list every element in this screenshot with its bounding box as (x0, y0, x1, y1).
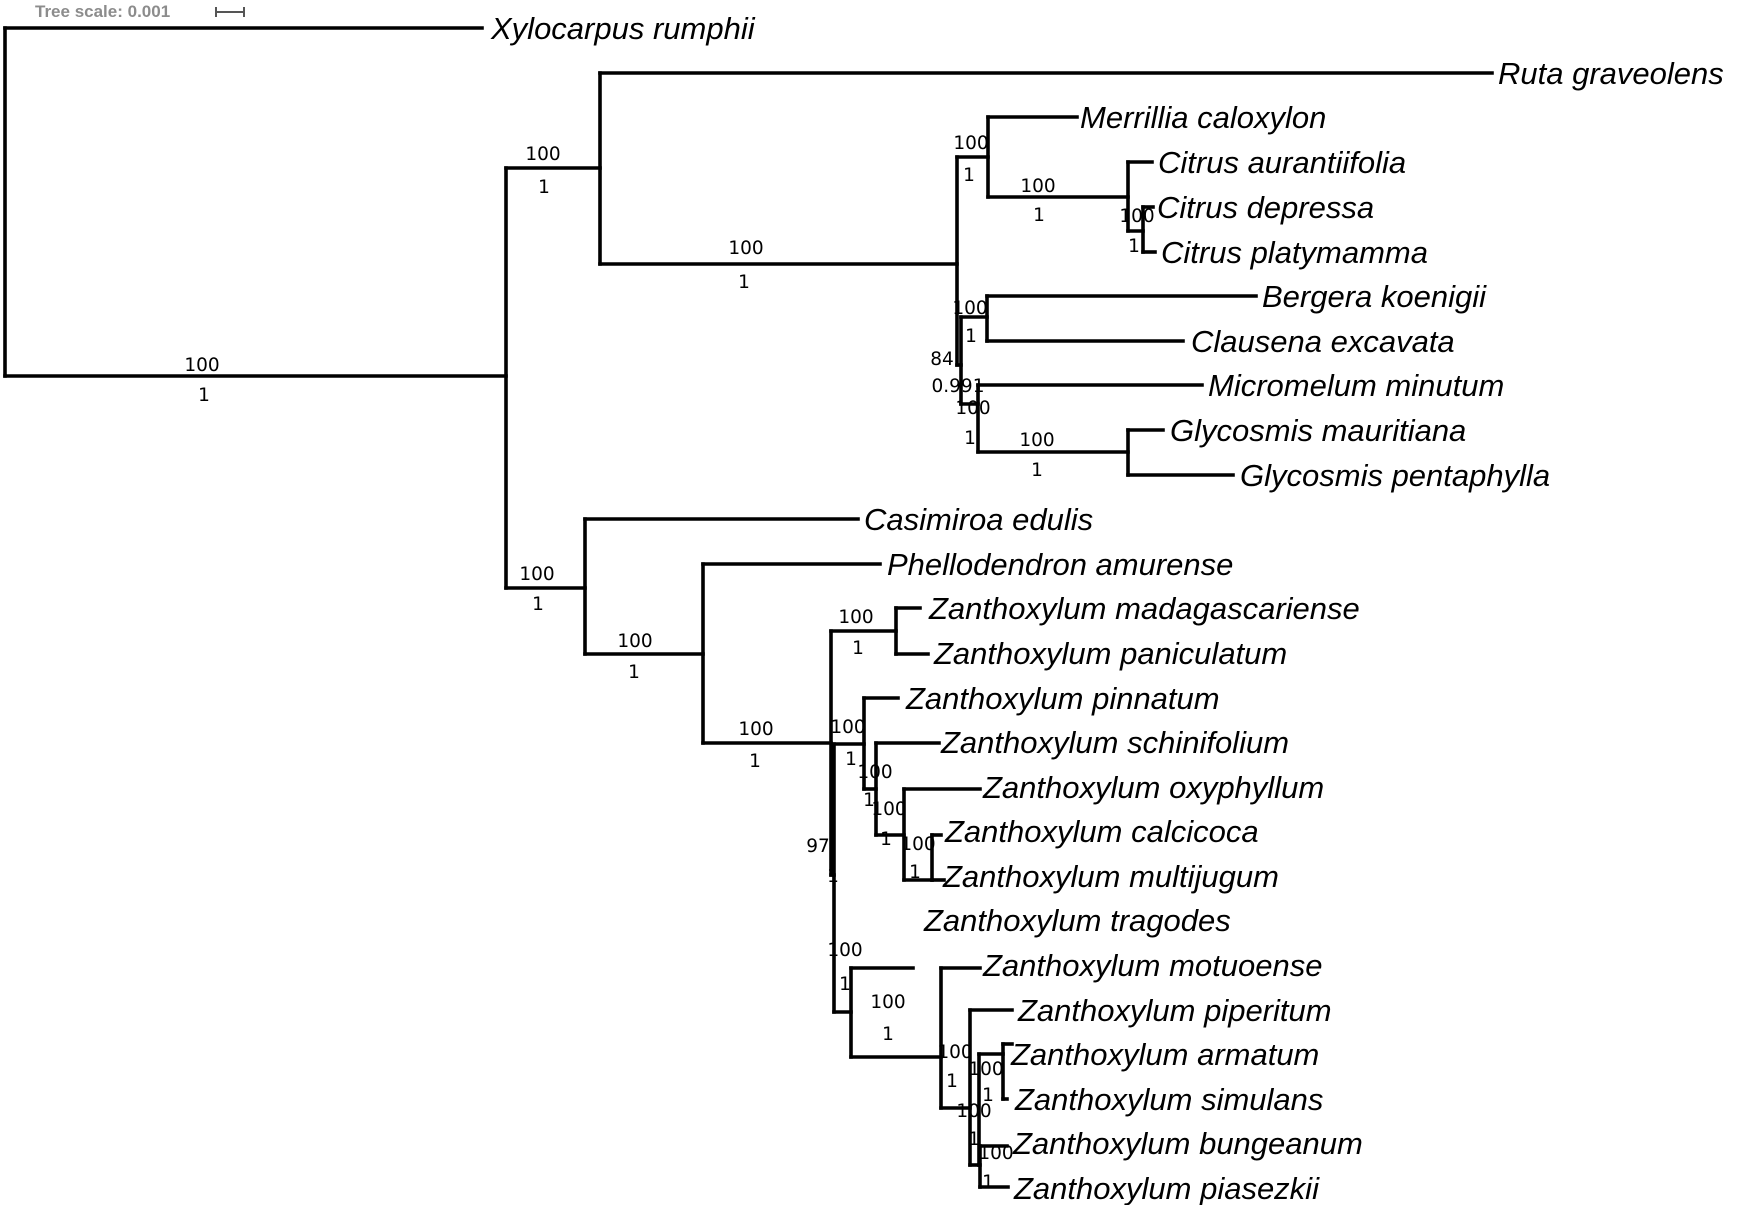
bootstrap-value: 100 (952, 298, 987, 319)
bootstrap-value: 100 (1020, 176, 1055, 197)
taxon-label: Zanthoxylum simulans (1014, 1082, 1323, 1117)
bootstrap-value: 100 (900, 834, 935, 855)
bootstrap-value: 100 (728, 238, 763, 259)
taxon-label: Zanthoxylum piasezkii (1013, 1171, 1320, 1205)
taxon-label: Zanthoxylum madagascariense (928, 591, 1360, 626)
bootstrap-value: 100 (184, 355, 219, 376)
posterior-value: 1 (738, 272, 750, 293)
taxon-label: Phellodendron amurense (887, 547, 1233, 582)
posterior-value: 1 (198, 385, 210, 406)
taxon-label: Zanthoxylum schinifolium (940, 725, 1289, 760)
taxon-label: Zanthoxylum bungeanum (1012, 1126, 1363, 1161)
bootstrap-value: 100 (617, 631, 652, 652)
taxon-label: Zanthoxylum armatum (1010, 1037, 1319, 1072)
posterior-value: 1 (538, 177, 550, 198)
taxon-label: Zanthoxylum oxyphyllum (982, 770, 1324, 805)
posterior-value: 1 (827, 866, 839, 887)
taxon-label: Zanthoxylum pinnatum (905, 681, 1220, 716)
tree-scale-bar (215, 7, 245, 17)
bootstrap-value: 97 (806, 836, 830, 857)
bootstrap-value: 100 (827, 940, 862, 961)
bootstrap-value: 100 (519, 564, 554, 585)
bootstrap-value: 100 (525, 144, 560, 165)
bootstrap-value: 100 (738, 719, 773, 740)
posterior-value: 1 (839, 974, 851, 995)
posterior-value: 0.991 (932, 376, 985, 397)
posterior-value: 1 (880, 829, 892, 850)
bootstrap-value: 100 (937, 1042, 972, 1063)
taxon-label: Citrus aurantiifolia (1158, 145, 1406, 180)
posterior-value: 1 (628, 662, 640, 683)
bootstrap-value: 100 (956, 1101, 991, 1122)
posterior-value: 1 (532, 594, 544, 615)
support-values: 100 1 100 1 100 1 100 1 100 1 100 1 100 … (184, 133, 1154, 1193)
bootstrap-value: 100 (955, 398, 990, 419)
bootstrap-value: 100 (1019, 430, 1054, 451)
posterior-value: 1 (963, 165, 975, 186)
posterior-value: 1 (968, 1129, 980, 1150)
taxon-label: Zanthoxylum multijugum (942, 859, 1279, 894)
bootstrap-value: 100 (838, 607, 873, 628)
posterior-value: 1 (882, 1024, 894, 1045)
posterior-value: 1 (946, 1071, 958, 1092)
posterior-value: 1 (1033, 205, 1045, 226)
taxon-label: Zanthoxylum paniculatum (933, 636, 1287, 671)
bootstrap-value: 84 (930, 349, 954, 370)
bootstrap-value: 100 (978, 1143, 1013, 1164)
tree-scale-label: Tree scale: 0.001 (35, 2, 170, 21)
taxon-label: Zanthoxylum motuoense (982, 948, 1322, 983)
posterior-value: 1 (1031, 460, 1043, 481)
posterior-value: 1 (909, 862, 921, 883)
posterior-value: 1 (1128, 236, 1140, 257)
posterior-value: 1 (863, 790, 875, 811)
taxon-label: Zanthoxylum piperitum (1017, 993, 1332, 1028)
bootstrap-value: 100 (830, 717, 865, 738)
posterior-value: 1 (965, 326, 977, 347)
tree-branches (3, 26, 1494, 1189)
bootstrap-value: 100 (953, 133, 988, 154)
taxon-label: Zanthoxylum tragodes (923, 903, 1231, 938)
posterior-value: 1 (852, 638, 864, 659)
taxon-label: Zanthoxylum calcicoca (944, 814, 1259, 849)
posterior-value: 1 (749, 751, 761, 772)
taxon-labels: Xylocarpus rumphii Ruta graveolens Merri… (490, 11, 1724, 1205)
posterior-value: 1 (982, 1172, 994, 1193)
posterior-value: 1 (982, 1085, 994, 1106)
bootstrap-value: 100 (871, 799, 906, 820)
taxon-label: Citrus depressa (1157, 190, 1374, 225)
taxon-label: Casimiroa edulis (864, 502, 1093, 537)
taxon-label: Ruta graveolens (1498, 56, 1724, 91)
bootstrap-value: 100 (968, 1059, 1003, 1080)
bootstrap-value: 100 (1119, 206, 1154, 227)
taxon-label: Clausena excavata (1191, 324, 1455, 359)
taxon-label: Merrillia caloxylon (1080, 100, 1326, 135)
taxon-label: Bergera koenigii (1262, 279, 1487, 314)
posterior-value: 1 (845, 749, 857, 770)
taxon-label: Xylocarpus rumphii (490, 11, 756, 46)
taxon-label: Glycosmis mauritiana (1170, 413, 1466, 448)
taxon-label: Micromelum minutum (1208, 368, 1504, 403)
taxon-label: Citrus platymamma (1161, 235, 1428, 270)
bootstrap-value: 100 (870, 992, 905, 1013)
bootstrap-value: 100 (857, 762, 892, 783)
posterior-value: 1 (964, 428, 976, 449)
taxon-label: Glycosmis pentaphylla (1240, 458, 1550, 493)
